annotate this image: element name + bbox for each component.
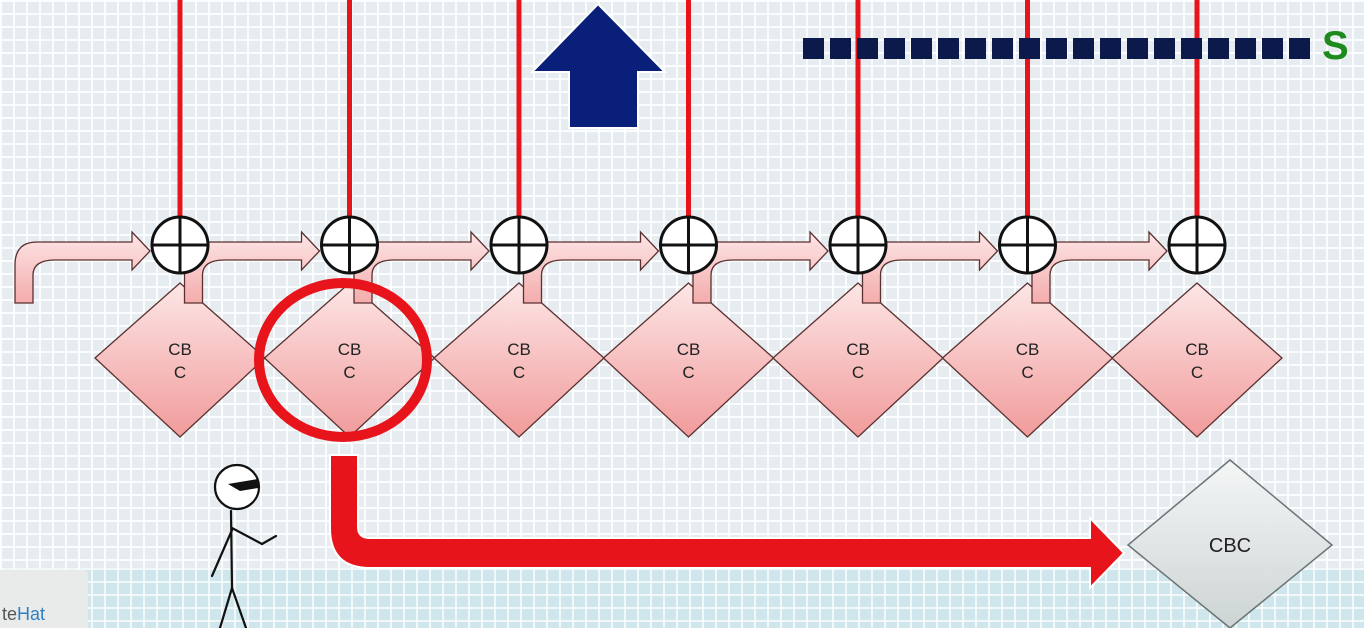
keystream-squares bbox=[803, 38, 1310, 59]
stream-square bbox=[1262, 38, 1283, 59]
cbc-block-label-line2: C bbox=[513, 363, 525, 382]
stream-square bbox=[857, 38, 878, 59]
stream-square bbox=[803, 38, 824, 59]
bottom-band bbox=[0, 568, 1364, 628]
cbc-block-label-line1: CB bbox=[677, 340, 701, 359]
stream-square bbox=[1019, 38, 1040, 59]
xor-icon bbox=[489, 215, 549, 275]
cbc-block-label-line1: CB bbox=[1016, 340, 1040, 359]
xor-icon bbox=[1167, 215, 1227, 275]
logo: teHat bbox=[0, 570, 88, 628]
cbc-block-label-line1: CB bbox=[1185, 340, 1209, 359]
chain-arrows bbox=[14, 230, 1168, 304]
stream-letter: S bbox=[1322, 24, 1349, 68]
cbc-block bbox=[602, 282, 775, 438]
stream-square bbox=[1046, 38, 1067, 59]
stream-square bbox=[1127, 38, 1148, 59]
stream-square bbox=[938, 38, 959, 59]
cbc-block-label-line2: C bbox=[682, 363, 694, 382]
stream-square bbox=[965, 38, 986, 59]
cbc-block-label-line1: CB bbox=[507, 340, 531, 359]
cbc-block-label-line2: C bbox=[852, 363, 864, 382]
xor-icon bbox=[659, 215, 718, 275]
cbc-block bbox=[1111, 282, 1283, 438]
xor-icon bbox=[828, 215, 888, 275]
cbc-block bbox=[772, 282, 944, 438]
extracted-cbc-label: CBC bbox=[1209, 535, 1251, 557]
stream-square bbox=[884, 38, 905, 59]
stream-square bbox=[911, 38, 932, 59]
stream-square bbox=[1289, 38, 1310, 59]
stick-figure bbox=[210, 463, 278, 628]
stream-square bbox=[830, 38, 851, 59]
stream-square bbox=[992, 38, 1013, 59]
stream-square bbox=[1208, 38, 1229, 59]
up-arrow-icon bbox=[529, 2, 668, 129]
stream-square bbox=[1073, 38, 1094, 59]
extracted-cbc-block bbox=[1126, 459, 1334, 628]
cbc-block bbox=[94, 282, 266, 438]
stream-square bbox=[1154, 38, 1175, 59]
output-wires bbox=[177, 0, 1200, 217]
cbc-block-label-line2: C bbox=[1191, 363, 1203, 382]
xor-nodes bbox=[150, 215, 1227, 275]
stream-square bbox=[1235, 38, 1256, 59]
chain-arrow bbox=[14, 230, 151, 304]
cbc-block-label-line2: C bbox=[343, 363, 355, 382]
stream-square bbox=[1100, 38, 1121, 59]
highlight-circle bbox=[254, 278, 432, 442]
cbc-block-label-line1: CB bbox=[846, 340, 870, 359]
stream-square bbox=[1181, 38, 1202, 59]
logo-text: teHat bbox=[2, 604, 46, 624]
cbc-block-label-line2: C bbox=[174, 363, 186, 382]
extraction-arrow bbox=[329, 454, 1126, 591]
cbc-block-label-line2: C bbox=[1021, 363, 1033, 382]
xor-icon bbox=[998, 215, 1057, 275]
cbc-block bbox=[433, 282, 605, 438]
cipher-blocks: CB C CB C CB C CB C CB C CB C CB C bbox=[94, 282, 1283, 438]
xor-icon bbox=[150, 215, 210, 275]
xor-icon bbox=[320, 215, 379, 275]
cbc-block-label-line1: CB bbox=[338, 340, 362, 359]
cbc-block bbox=[941, 282, 1114, 438]
cbc-block-label-line1: CB bbox=[168, 340, 192, 359]
